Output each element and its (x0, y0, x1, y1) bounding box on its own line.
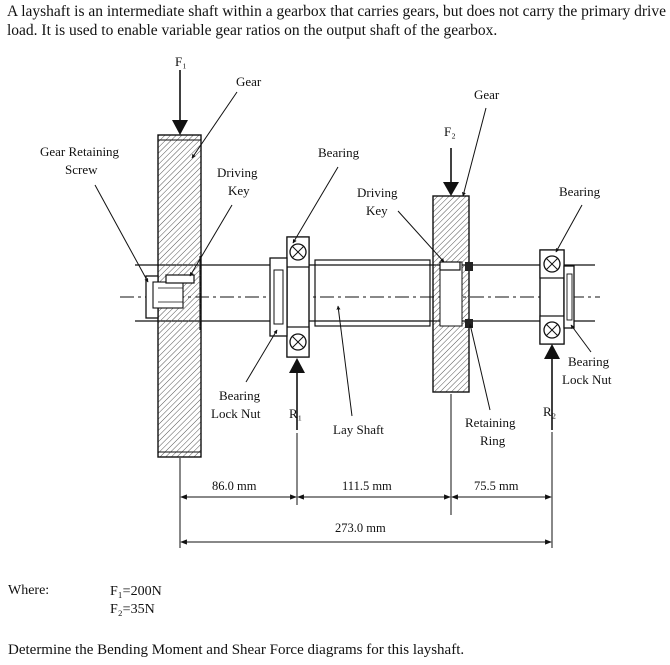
where-label: Where: (8, 583, 50, 598)
bearing-lock-nut-right-label-1: Bearing (568, 354, 610, 369)
f1-label: F₁ (175, 54, 187, 69)
intro-paragraph: A layshaft is an intermediate shaft with… (7, 3, 666, 39)
bearing-lock-nut-left-label-2: Lock Nut (211, 406, 261, 421)
dimension-273mm: 273.0 mm (335, 521, 386, 535)
dimension-extension-lines (179, 394, 553, 548)
r1-label: R₁ (289, 406, 302, 421)
left-bearing-lock-nut (269, 257, 288, 337)
reaction-r2-arrow (544, 344, 560, 430)
gear-left-label: Gear (236, 74, 262, 89)
force-f1-arrow (172, 70, 188, 135)
f2-label: F₂ (444, 124, 456, 139)
left-driving-key (165, 274, 195, 284)
retaining-ring-label-1: Retaining (465, 415, 516, 430)
gear-retaining-screw-label-2: Screw (65, 162, 98, 177)
dimension-111-5mm: 111.5 mm (342, 479, 392, 493)
retaining-ring-label-2: Ring (480, 433, 506, 448)
bearing-left-label: Bearing (318, 145, 360, 160)
retaining-ring (465, 262, 473, 328)
driving-key-right-label-2: Key (366, 203, 388, 218)
bearing-lock-nut-left-label-1: Bearing (219, 388, 261, 403)
gear-retaining-screw (145, 275, 184, 319)
force-f1-value: F₁=200N (110, 584, 162, 599)
dimension-75-5mm: 75.5 mm (474, 479, 519, 493)
gear-right-label: Gear (474, 87, 500, 102)
force-f2-arrow (443, 148, 459, 196)
bearing-right-label: Bearing (559, 184, 601, 199)
right-bearing (539, 249, 565, 345)
right-gear (432, 195, 470, 393)
question-text: Determine the Bending Moment and Shear F… (8, 642, 465, 658)
left-bearing (286, 236, 310, 358)
right-driving-key (439, 261, 461, 271)
reaction-r1-arrow (289, 358, 305, 430)
dimension-86mm: 86.0 mm (212, 479, 257, 493)
leader-lines (94, 91, 592, 417)
dimension-lines (180, 494, 552, 545)
right-bearing-lock-nut (563, 265, 575, 329)
gear-retaining-screw-label-1: Gear Retaining (40, 144, 120, 159)
lay-shaft-label: Lay Shaft (333, 422, 384, 437)
force-f2-value: F₂=35N (110, 602, 155, 617)
driving-key-right-label-1: Driving (357, 185, 398, 200)
force-values: F₁=200N F₂=35N (110, 583, 162, 619)
r2-label: R₂ (543, 404, 556, 419)
driving-key-left-label-2: Key (228, 183, 250, 198)
bearing-lock-nut-right-label-2: Lock Nut (562, 372, 612, 387)
driving-key-left-label-1: Driving (217, 165, 258, 180)
